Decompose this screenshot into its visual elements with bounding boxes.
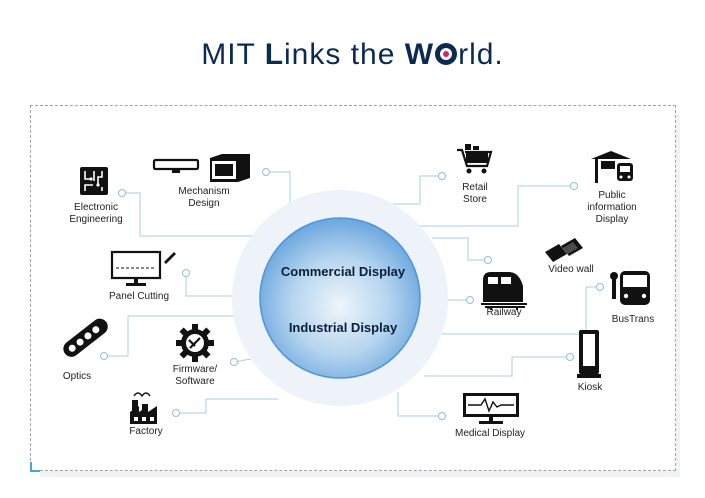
shopping-cart-icon bbox=[457, 144, 493, 174]
connector-retail-store bbox=[388, 175, 442, 205]
node-label-optics: Optics bbox=[62, 371, 92, 382]
train-icon bbox=[481, 272, 527, 310]
circuit-board-icon bbox=[80, 167, 108, 195]
video-wall-icon bbox=[545, 238, 583, 262]
center-label-industrial: Industrial Display bbox=[288, 320, 398, 335]
title-part-3: rld. bbox=[458, 38, 504, 71]
endpoint-bustrans bbox=[596, 283, 604, 291]
connector-optics bbox=[104, 315, 252, 357]
panel-cutting-icon bbox=[110, 250, 176, 286]
optics-icon bbox=[63, 318, 108, 357]
node-label-medical-display: Medical Display bbox=[454, 428, 526, 439]
node-label-retail-store: Retail Store bbox=[462, 182, 488, 205]
factory-icon bbox=[130, 392, 157, 424]
endpoint-firmware bbox=[230, 358, 238, 366]
medical-monitor-icon bbox=[463, 393, 519, 424]
center-label-commercial: Commercial Display bbox=[280, 264, 406, 279]
center-inner-circle bbox=[259, 217, 421, 379]
endpoint-factory bbox=[172, 409, 180, 417]
title-part-1: MIT bbox=[201, 38, 265, 71]
node-label-electronic-engineering: Electronic Engineering bbox=[69, 202, 123, 225]
node-label-railway: Railway bbox=[486, 307, 522, 318]
endpoint-panel bbox=[182, 269, 190, 277]
node-label-kiosk: Kiosk bbox=[577, 382, 603, 393]
connector-electronic-engineering bbox=[122, 192, 258, 237]
endpoint-electronic bbox=[118, 189, 126, 197]
node-label-firmware-software: Firmware/ Software bbox=[172, 364, 218, 387]
connector-kiosk bbox=[424, 356, 570, 377]
connector-endpoints bbox=[100, 168, 604, 420]
node-label-factory: Factory bbox=[129, 426, 163, 437]
station-icon bbox=[591, 151, 633, 183]
bus-icon bbox=[610, 271, 650, 305]
title-part-2: inks the bbox=[284, 38, 405, 71]
kiosk-icon bbox=[577, 330, 601, 378]
endpoint-public bbox=[570, 182, 578, 190]
endpoint-railway bbox=[466, 296, 474, 304]
endpoint-optics bbox=[100, 352, 108, 360]
connector-video-wall bbox=[432, 237, 488, 261]
endpoint-videowall bbox=[484, 256, 492, 264]
connector-medical bbox=[397, 392, 442, 417]
endpoint-mechanism bbox=[262, 168, 270, 176]
connector-public-info bbox=[412, 185, 574, 227]
endpoint-retail bbox=[438, 172, 446, 180]
title-letter-w: W bbox=[404, 38, 435, 71]
connector-mechanism-design bbox=[266, 171, 291, 210]
endpoint-kiosk bbox=[566, 353, 574, 361]
node-label-panel-cutting: Panel Cutting bbox=[108, 291, 170, 302]
title-letter-l: L bbox=[264, 38, 285, 71]
endpoint-medical bbox=[438, 412, 446, 420]
node-label-video-wall: Video wall bbox=[548, 264, 594, 275]
gear-icon bbox=[176, 324, 214, 362]
connector-panel-cutting bbox=[185, 273, 244, 297]
connector-bustrans bbox=[436, 286, 600, 335]
node-label-mechanism-design: Mechanism Design bbox=[178, 186, 230, 209]
connector-factory bbox=[176, 398, 278, 414]
frame-corner-mark bbox=[30, 462, 40, 472]
node-label-public-information-display: Public information Display bbox=[587, 190, 637, 225]
world-o-icon bbox=[435, 43, 458, 65]
enclosure-icon bbox=[152, 154, 250, 182]
node-label-bustrans: BusTrans bbox=[611, 314, 655, 325]
